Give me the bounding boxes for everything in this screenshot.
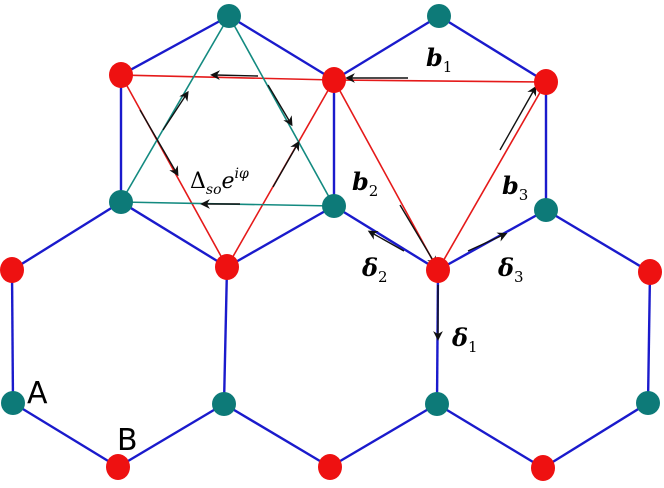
site-a (212, 392, 236, 416)
arrow-delta2 (367, 230, 405, 252)
site-b (106, 454, 130, 480)
b-sites (0, 62, 662, 481)
label-site-b: B (117, 423, 138, 458)
arrow-teal-left-up (162, 90, 189, 131)
arrow-delta3 (467, 232, 508, 252)
site-b (215, 254, 239, 280)
site-a (217, 4, 241, 28)
arrow-red-left-down (139, 109, 179, 177)
label-delta2: δ2 (361, 253, 388, 286)
arrow-teal-right-down (267, 84, 293, 127)
site-a (636, 391, 660, 415)
label-b2: b2 (352, 167, 378, 200)
site-b (426, 257, 450, 283)
honeycomb-lattice (10, 14, 652, 470)
site-a (425, 392, 449, 416)
site-b (322, 67, 346, 93)
site-b (638, 259, 662, 285)
site-a (109, 190, 133, 214)
label-site-a: A (27, 376, 48, 411)
site-b (0, 257, 24, 283)
arrow-b3 (499, 85, 537, 151)
arrow-red-top-left (210, 70, 259, 81)
label-delta1: δ1 (451, 323, 478, 356)
hopping-arrows (139, 70, 537, 341)
label-b3: b3 (502, 171, 528, 204)
arrow-b2 (399, 204, 437, 267)
site-b (109, 62, 133, 88)
site-a (1, 391, 25, 415)
label-b1: b1 (426, 43, 452, 76)
site-b (534, 69, 558, 95)
label-delta3: δ3 (497, 253, 524, 286)
site-b (318, 454, 342, 480)
site-a (534, 198, 558, 222)
site-a (322, 194, 346, 218)
site-a (427, 4, 451, 28)
arrow-red-right-up (272, 140, 300, 188)
a-sites (1, 4, 660, 416)
site-b (531, 455, 555, 481)
label-soc-term: Δsoeiφ (190, 166, 249, 198)
